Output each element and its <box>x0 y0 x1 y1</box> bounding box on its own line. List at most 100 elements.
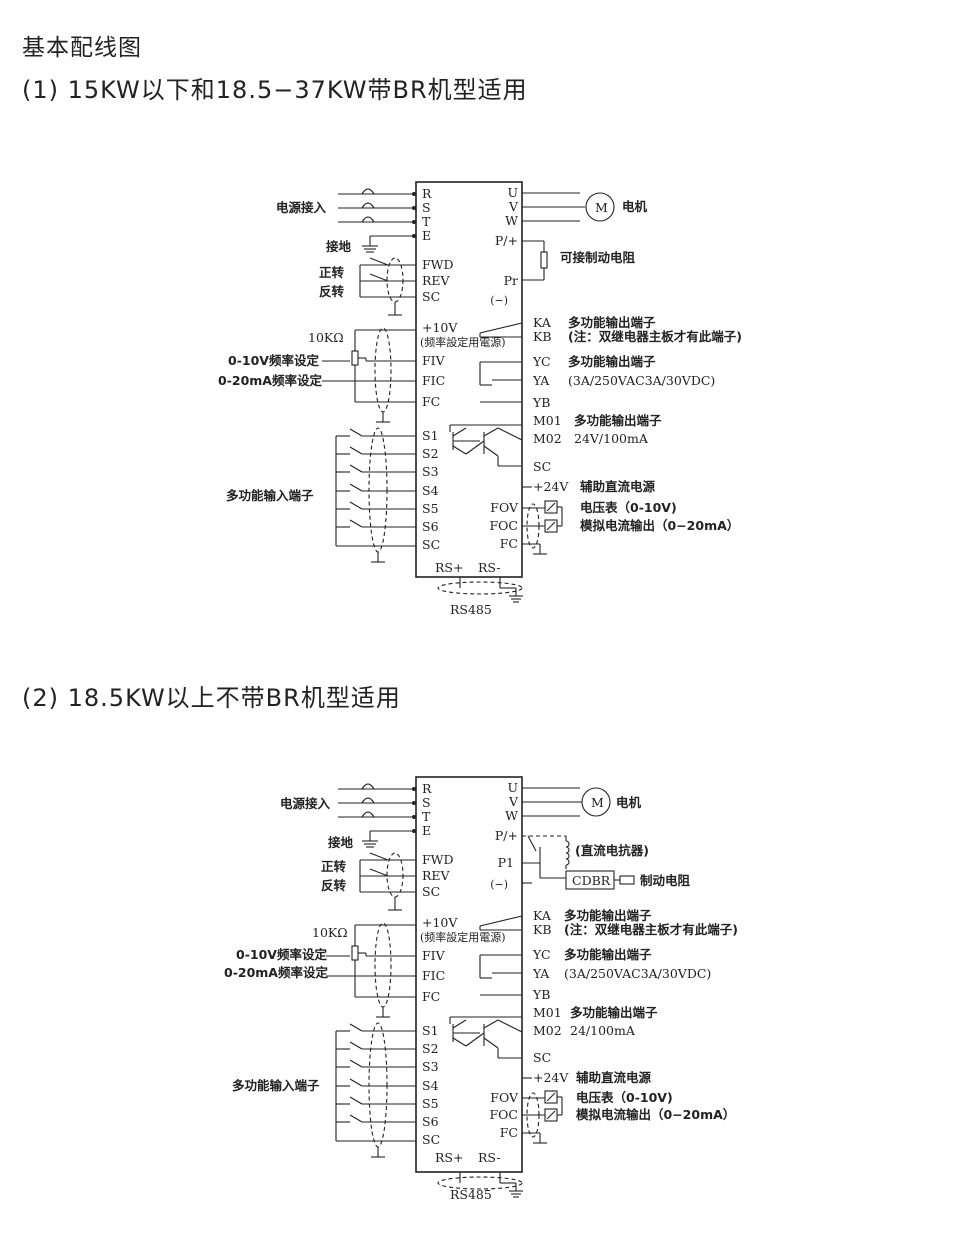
motor-m: M <box>591 795 604 810</box>
terminal-minus: (−) <box>490 878 508 891</box>
v-set-label: 0-10V频率设定 <box>236 947 327 962</box>
terminal-yc: YC <box>532 947 551 962</box>
terminal-m01: M01 <box>533 1005 562 1020</box>
terminal-24v: +24V <box>533 479 569 494</box>
terminal-s2: S2 <box>422 446 439 461</box>
power-in-label: 电源接入 <box>280 796 331 811</box>
terminal-fc-out: FC <box>500 536 518 551</box>
relay-outputs: 多功能输出端子 (注：双继电器主板才有此端子) 多功能输出端子 (3A/250V… <box>479 315 742 403</box>
rs485-group: RS+ RS- RS485 <box>435 1150 523 1202</box>
ground-label: 接地 <box>326 239 352 254</box>
drive-box <box>415 776 523 1173</box>
terminal-kb: KB <box>533 329 552 344</box>
terminal-s5: S5 <box>422 1096 439 1111</box>
terminal-foc: FOC <box>490 518 519 533</box>
terminal-s6: S6 <box>422 519 439 534</box>
terminal-fc: FC <box>422 394 440 409</box>
terminal-fic: FIC <box>422 373 445 388</box>
terminal-s1: S1 <box>422 1023 439 1038</box>
kb-note: (注：双继电器主板才有此端子) <box>568 329 742 344</box>
i-set-label: 0-20mA频率设定 <box>224 965 328 980</box>
yc-desc: 多功能输出端子 <box>564 947 652 962</box>
power-in-label: 电源接入 <box>276 200 327 215</box>
terminal-ya: YA <box>532 966 550 981</box>
terminal-s3: S3 <box>422 464 439 479</box>
rev-label: 反转 <box>319 284 345 299</box>
power-input: 电源接入 接地 <box>280 783 416 850</box>
terminal-u: U <box>507 780 518 795</box>
terminal-m02: M02 <box>533 1023 562 1038</box>
section2-heading: (2) 18.5KW以上不带BR机型适用 <box>22 684 401 712</box>
terminal-t: T <box>422 809 431 824</box>
resistor-icon <box>619 875 635 885</box>
brake-label: 制动电阻 <box>640 873 691 888</box>
terminal-sc: SC <box>422 884 440 899</box>
analog-inputs: 10KΩ 0-10V频率设定 0-20mA频率设定 <box>224 922 416 1018</box>
relay-outputs: 多功能输出端子 (注：双继电器主板才有此端子) 多功能输出端子 (3A/250V… <box>479 908 738 996</box>
terminal-r: R <box>422 781 432 796</box>
m01-desc: 多功能输出端子 <box>570 1005 658 1020</box>
terminal-rs-plus: RS+ <box>435 560 463 575</box>
fwd-rev-switches: 正转 反转 <box>321 852 416 911</box>
terminal-r: R <box>422 186 432 201</box>
motor-label: 电机 <box>616 795 642 810</box>
terminal-10v: +10V <box>422 915 458 930</box>
i-set-label: 0-20mA频率设定 <box>218 373 322 388</box>
aux-power: 辅助直流电源 <box>580 479 656 494</box>
kb-note: (注：双继电器主板才有此端子) <box>564 922 738 937</box>
digital-inputs: 多功能输入端子 <box>226 427 416 563</box>
terminal-fov: FOV <box>490 1090 519 1105</box>
terminal-yc: YC <box>532 354 551 369</box>
terminal-10v-note: (频率設定用電源) <box>420 335 506 349</box>
right-terminals: U V W P/+ Pr (−) KA KB YC YA YB M01 M02 … <box>490 185 570 551</box>
terminal-p-plus: P/+ <box>495 828 518 843</box>
left-terminals: R S T E FWD REV SC +10V (频率設定用電源) FIV FI… <box>420 781 506 1147</box>
terminal-pr: Pr <box>504 273 518 288</box>
terminal-rs-minus: RS- <box>478 560 501 575</box>
terminal-v: V <box>508 794 519 809</box>
aux-outputs: 辅助直流电源 电压表（0-10V) 模拟电流输出（0−20mA） <box>522 479 739 555</box>
power-input: 电源接入 接地 <box>276 188 416 254</box>
digital-inputs: 多功能输入端子 <box>232 1022 416 1158</box>
transistor-output: 多功能输出端子 24/100mA <box>449 1005 658 1059</box>
terminal-s4: S4 <box>422 1078 439 1093</box>
terminal-u: U <box>507 185 518 200</box>
terminal-p-plus: P/+ <box>495 233 518 248</box>
terminal-e: E <box>422 228 431 243</box>
reactor-icon <box>565 840 570 866</box>
ya-rating: (3A/250VAC3A/30VDC) <box>564 966 711 981</box>
terminal-10v-note: (频率設定用電源) <box>420 930 506 944</box>
terminal-s2: S2 <box>422 1041 439 1056</box>
m02-rating: 24V/100mA <box>574 431 649 446</box>
terminal-m01: M01 <box>533 413 562 428</box>
resistor-icon <box>540 251 548 269</box>
ground-label: 接地 <box>328 835 354 850</box>
terminal-ka: KA <box>533 315 552 330</box>
yc-desc: 多功能输出端子 <box>568 354 656 369</box>
motor-icon <box>581 787 611 817</box>
v-set-label: 0-10V频率设定 <box>228 353 319 368</box>
terminal-fc: FC <box>422 989 440 1004</box>
terminal-sc2: SC <box>422 1132 440 1147</box>
terminal-minus: (−) <box>490 294 508 307</box>
rs485-group: RS+ RS- RS485 <box>435 560 523 617</box>
ammeter-label: 模拟电流输出（0−20mA） <box>576 1107 735 1122</box>
terminal-s: S <box>422 200 431 215</box>
voltmeter-label: 电压表（0-10V) <box>580 500 677 515</box>
m01-desc: 多功能输出端子 <box>574 413 662 428</box>
terminal-sc-out: SC <box>533 1050 551 1065</box>
pot-label: 10KΩ <box>308 330 344 345</box>
multi-in-label: 多功能输入端子 <box>232 1078 320 1093</box>
analog-inputs: 10KΩ 0-10V频率设定 0-20mA频率设定 <box>218 327 416 423</box>
terminal-s4: S4 <box>422 483 439 498</box>
terminal-kb: KB <box>533 922 552 937</box>
terminal-fic: FIC <box>422 968 445 983</box>
motor-m: M <box>595 200 608 215</box>
terminal-e: E <box>422 823 431 838</box>
terminal-s6: S6 <box>422 1114 439 1129</box>
rs485-label: RS485 <box>450 602 492 617</box>
terminal-rev: REV <box>422 868 451 883</box>
brake-label: 可接制动电阻 <box>560 250 636 265</box>
transistor-output: 多功能输出端子 24V/100mA <box>449 413 662 467</box>
rs485-label: RS485 <box>450 1187 492 1202</box>
